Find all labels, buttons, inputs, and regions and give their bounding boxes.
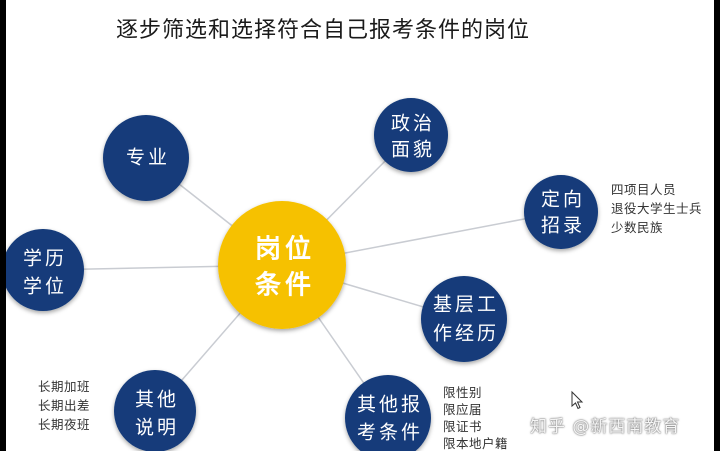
- node-grassroots-line2: 作经历: [433, 323, 499, 345]
- node-political: 政治 面貌: [374, 98, 448, 172]
- node-education: 学历 学位: [6, 229, 84, 311]
- node-education-line1: 学历: [23, 248, 67, 270]
- mind-map-diagram: 岗位 条件 专业 学历 学位 其他 说明 政治 面貌 定向 招录: [6, 98, 702, 451]
- node-other-req-line2: 考条件: [357, 422, 423, 444]
- note-other-item: 长期夜班: [38, 417, 90, 432]
- node-other-line2: 说明: [135, 417, 179, 439]
- center-label-line1: 岗位: [255, 234, 315, 265]
- page-title: 逐步筛选和选择符合自己报考条件的岗位: [116, 18, 531, 43]
- mouse-cursor-icon: [571, 390, 584, 410]
- note-other-item: 长期出差: [38, 398, 90, 413]
- notes-targeted: 四项目人员 退役大学生士兵 少数民族: [611, 182, 702, 235]
- center-label-line2: 条件: [255, 271, 315, 301]
- note-targeted-item: 退役大学生士兵: [611, 201, 702, 216]
- center-node: 岗位 条件: [218, 201, 346, 329]
- node-targeted: 定向 招录: [524, 175, 598, 249]
- note-targeted-item: 四项目人员: [611, 182, 676, 197]
- node-targeted-line2: 招录: [541, 215, 585, 237]
- node-major-label: 专业: [126, 147, 170, 169]
- node-other: 其他 说明: [114, 370, 196, 451]
- note-other-req-item: 限本地户籍: [443, 436, 508, 451]
- note-other-req-item: 限应届: [443, 402, 482, 417]
- node-political-line1: 政治: [391, 113, 435, 135]
- node-grassroots: 基层工 作经历: [421, 276, 507, 362]
- note-targeted-item: 少数民族: [611, 220, 663, 235]
- note-other-req-item: 限性别: [443, 385, 482, 400]
- node-education-line2: 学位: [23, 276, 67, 298]
- node-other-req: 其他报 考条件: [345, 375, 431, 451]
- note-other-req-item: 限证书: [443, 419, 482, 434]
- node-other-line1: 其他: [135, 389, 179, 411]
- notes-other: 长期加班 长期出差 长期夜班: [38, 379, 90, 432]
- watermark: 知乎 @新西南教育: [530, 417, 681, 437]
- slide: 逐步筛选和选择符合自己报考条件的岗位 岗位 条件 专业 学历: [6, 0, 714, 451]
- notes-other-req: 限性别 限应届 限证书 限本地户籍: [443, 385, 508, 451]
- node-major: 专业: [103, 115, 189, 201]
- node-targeted-line1: 定向: [541, 189, 585, 211]
- node-grassroots-line1: 基层工: [433, 294, 499, 316]
- node-political-line2: 面貌: [391, 139, 435, 161]
- node-other-req-line1: 其他报: [357, 394, 423, 416]
- note-other-item: 长期加班: [38, 379, 90, 394]
